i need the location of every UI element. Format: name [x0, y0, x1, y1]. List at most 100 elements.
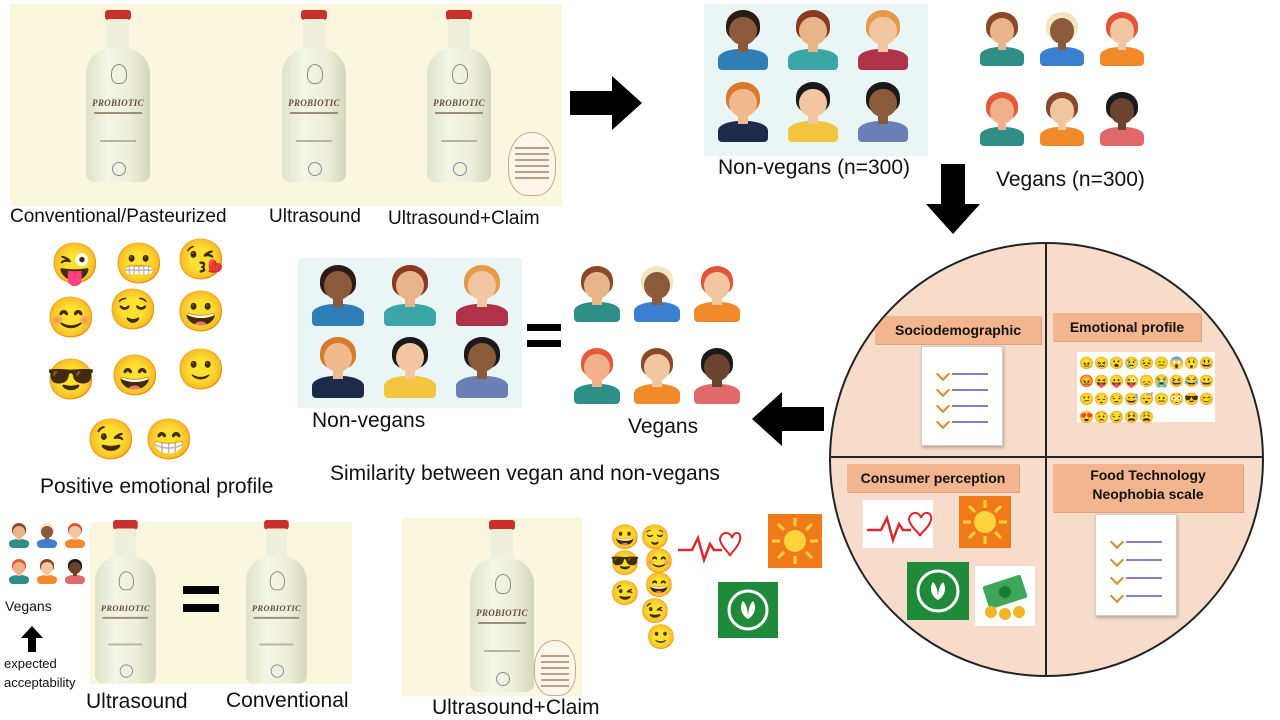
emoji-5: 😌 — [108, 288, 158, 332]
quadrant-consumer-perception: Consumer perception — [847, 464, 1019, 492]
emoji-8: 😄 — [110, 354, 160, 398]
avatar-vegan-bottom-6 — [62, 558, 88, 584]
assessment-circle: Sociodemographic Emotional profile Consu… — [829, 242, 1264, 677]
grid-emoji-29: 😟 — [1094, 410, 1109, 424]
grid-emoji-4: 😢 — [1124, 356, 1139, 370]
label-bottom-ultrasound: Ultrasound — [86, 690, 188, 713]
grid-emoji-25: 😳 — [1169, 392, 1184, 406]
grid-emoji-5: 😣 — [1139, 356, 1154, 370]
avatar-vegan-mid-1 — [568, 264, 626, 322]
quadrant-food-neophobia: Food Technology Neophobia scale — [1053, 464, 1243, 512]
grid-emoji-18: 😀 — [1199, 374, 1214, 388]
emoji-10: 😉 — [86, 418, 136, 462]
emotion-grid-icon — [1077, 352, 1215, 422]
avatar-vegan-top-5 — [1034, 90, 1090, 146]
arrow-down — [926, 164, 980, 234]
avatar-nonvegan-mid-3 — [450, 262, 514, 326]
emoji-11: 😁 — [144, 418, 194, 462]
bottom-emoji-7: 😉 — [640, 598, 670, 625]
grid-emoji-12: 😛 — [1109, 374, 1124, 388]
avatar-nonvegan-top-1 — [712, 8, 774, 70]
label-bottom-ultrasound-claim: Ultrasound+Claim — [432, 696, 600, 719]
avatar-nonvegan-mid-2 — [378, 262, 442, 326]
avatar-vegan-top-4 — [974, 90, 1030, 146]
avatar-nonvegan-mid-4 — [306, 334, 370, 398]
grid-emoji-15: 😭 — [1154, 374, 1169, 388]
bottom-emoji-8: 🙂 — [646, 624, 676, 651]
label-positive-emotional-profile: Positive emotional profile — [40, 475, 274, 498]
grid-emoji-22: 😅 — [1124, 392, 1139, 406]
avatar-vegan-bottom-4 — [6, 558, 32, 584]
bottom-emoji-2: 😌 — [640, 524, 670, 551]
grid-emoji-11: 😝 — [1094, 374, 1109, 388]
label-vegans: Vegans — [628, 415, 699, 438]
avatar-vegan-top-1 — [974, 10, 1030, 66]
grid-emoji-8: 😲 — [1184, 356, 1199, 370]
avatar-vegan-top-2 — [1034, 10, 1090, 66]
grid-emoji-10: 😡 — [1079, 374, 1094, 388]
grid-emoji-3: 😮 — [1109, 356, 1124, 370]
quadrant-emotional-profile: Emotional profile — [1053, 313, 1201, 341]
sun-icon-bottom — [768, 514, 822, 568]
emoji-9: 🙂 — [176, 348, 226, 392]
claim-seal-bottom — [534, 640, 576, 696]
grid-emoji-24: 😐 — [1154, 392, 1169, 406]
avatar-vegan-mid-6 — [688, 346, 746, 404]
emoji-7: 😎 — [46, 358, 96, 402]
grid-emoji-23: 😴 — [1139, 392, 1154, 406]
avatar-nonvegan-mid-1 — [306, 262, 370, 326]
leaf-badge-icon-bottom — [718, 582, 778, 638]
avatar-nonvegan-top-6 — [852, 80, 914, 142]
grid-emoji-6: 😑 — [1154, 356, 1169, 370]
label-expected-1: expected — [4, 656, 57, 671]
emoji-2: 😬 — [114, 242, 164, 286]
bottom-emoji-3: 😎 — [610, 550, 640, 577]
grid-emoji-7: 😱 — [1169, 356, 1184, 370]
bottle-ultrasound: PROBIOTIC — [282, 10, 346, 182]
grid-emoji-14: 😞 — [1139, 374, 1154, 388]
arrow-up-small — [21, 626, 43, 652]
arrow-right — [570, 76, 642, 130]
grid-emoji-32: 😩 — [1139, 410, 1154, 424]
avatar-nonvegan-mid-5 — [378, 334, 442, 398]
emoji-3: 😘 — [176, 238, 226, 282]
bottom-emoji-6: 😄 — [644, 572, 674, 599]
leaf-badge-icon — [907, 562, 969, 620]
arrow-left — [752, 392, 824, 446]
grid-emoji-21: 😒 — [1109, 392, 1124, 406]
grid-emoji-31: 😫 — [1124, 410, 1139, 424]
grid-emoji-26: 😎 — [1184, 392, 1199, 406]
avatar-vegan-bottom-5 — [34, 558, 60, 584]
avatar-vegan-bottom-1 — [6, 522, 32, 548]
label-vegans-small: Vegans — [5, 598, 52, 614]
avatar-vegan-top-6 — [1094, 90, 1150, 146]
bottom-emoji-5: 😉 — [610, 580, 640, 607]
bottle-conventional: PROBIOTIC — [86, 10, 150, 182]
equals-sign-mid — [527, 324, 561, 348]
label-non-vegans-n: Non-vegans (n=300) — [718, 156, 911, 179]
avatar-nonvegan-mid-6 — [450, 334, 514, 398]
grid-emoji-28: 😍 — [1079, 410, 1094, 424]
avatar-vegan-mid-4 — [568, 346, 626, 404]
avatar-nonvegan-top-3 — [852, 8, 914, 70]
bottle-ultrasound-claim: PROBIOTIC — [427, 10, 491, 182]
avatar-vegan-mid-3 — [688, 264, 746, 322]
grid-emoji-27: 😊 — [1199, 392, 1214, 406]
label-expected-2: acceptability — [4, 675, 76, 690]
avatar-nonvegan-top-5 — [782, 80, 844, 142]
grid-emoji-16: 😆 — [1169, 374, 1184, 388]
grid-emoji-17: 😂 — [1184, 374, 1199, 388]
heartbeat-icon — [863, 500, 933, 548]
avatar-vegan-bottom-2 — [34, 522, 60, 548]
grid-emoji-1: 😠 — [1079, 356, 1094, 370]
bottom-emoji-1: 😀 — [610, 524, 640, 551]
grid-emoji-20: 😔 — [1094, 392, 1109, 406]
checklist-neophobia-icon — [1095, 514, 1177, 616]
bottom-emoji-4: 😊 — [644, 548, 674, 575]
emoji-6: 😀 — [176, 290, 226, 334]
emoji-grid: 😠😖😮😢😣😑😱😲😃😡😝😛😜😞😭😆😂😀😕😔😒😅😴😐😳😎😊😍😟😏😫😩 — [1079, 354, 1215, 426]
grid-emoji-30: 😏 — [1109, 410, 1124, 424]
avatar-vegan-mid-2 — [628, 264, 686, 322]
avatar-vegan-top-3 — [1094, 10, 1150, 66]
claim-seal — [508, 132, 556, 196]
